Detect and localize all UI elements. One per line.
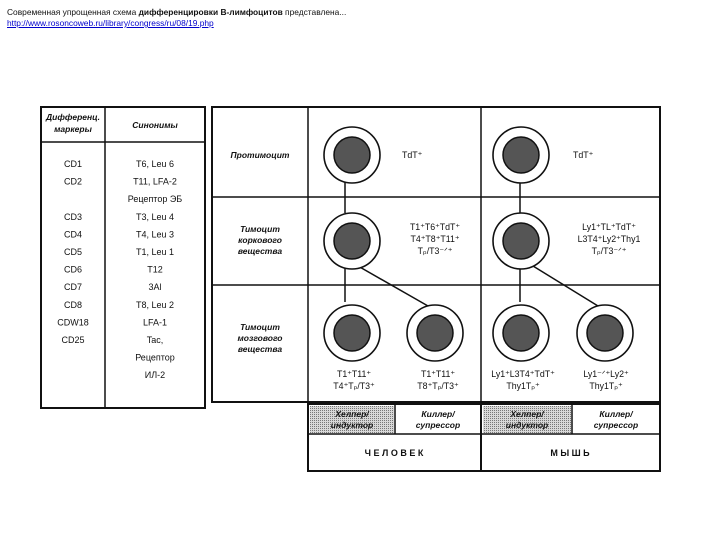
marker-cell: CD5	[64, 247, 82, 257]
human-helper-markers: T1⁺T11⁺	[337, 369, 371, 379]
mouse-killer-markers: Thy1Tₚ⁺	[589, 381, 623, 391]
mouse-killer-line2: супрессор	[594, 420, 638, 430]
cell-marker-labels: TdT⁺ T1⁺T6⁺TdT⁺ T4⁺T8⁺T11⁺ Tₚ/T3⁻ᐟ⁺ T1⁺T11⁺ T…	[333, 150, 640, 391]
human-cortical-markers: Tₚ/T3⁻ᐟ⁺	[418, 246, 453, 256]
mouse-prothymocyte-markers: TdT⁺	[573, 150, 594, 160]
synonym-cell: T8, Leu 2	[136, 300, 174, 310]
marker-cell: CD4	[64, 229, 82, 239]
stage-label: вещества	[238, 344, 283, 354]
header-synonyms: Синонимы	[132, 120, 178, 130]
mouse-cortical-markers: Tₚ/T3⁻ᐟ⁺	[592, 246, 627, 256]
synonym-cell: Рецептор	[135, 353, 175, 363]
stage-label: мозгового	[238, 333, 283, 343]
stage-grid: ПротимоцитТимоциткорковоговеществаТимоци…	[211, 106, 661, 403]
mouse-helper-line2: индуктор	[506, 420, 548, 430]
human-helper-line2: индуктор	[331, 420, 373, 430]
mouse-helper-shade	[483, 406, 571, 433]
human-killer-line2: супрессор	[416, 420, 460, 430]
stage-label: вещества	[238, 246, 283, 256]
marker-cell: CD7	[64, 282, 82, 292]
mouse-killer-markers: Ly1⁻ᐟ⁺Ly2⁺	[583, 369, 629, 379]
caption-bold: дифференцировки В-лимфоцитов	[138, 7, 283, 17]
cell	[492, 212, 550, 270]
human-helper-shade	[310, 406, 394, 433]
marker-cell: CDW18	[57, 317, 89, 327]
synonym-cell: T4, Leu 3	[136, 229, 174, 239]
mouse-cortical-markers: Ly1⁺TL⁺TdT⁺	[582, 222, 636, 232]
marker-cell: CD2	[64, 177, 82, 187]
human-cortical-markers: T4⁺T8⁺T11⁺	[411, 234, 460, 244]
human-killer-markers: T8⁺Tₚ/T3⁺	[417, 381, 459, 391]
stage-label: Тимоцит	[240, 322, 280, 332]
synonym-cell: T3, Leu 4	[136, 212, 174, 222]
header-markers-line1: Дифференц.	[45, 112, 100, 122]
cells	[323, 126, 634, 362]
caption-prefix: Современная упрощенная схема	[7, 7, 139, 17]
lineage-lines	[344, 180, 599, 307]
header-markers-line2: маркеры	[54, 124, 92, 134]
synonym-cell: T1, Leu 1	[136, 247, 174, 257]
species-mouse: М Ы Ш Ь	[550, 448, 590, 458]
human-killer-markers: T1⁺T11⁺	[421, 369, 455, 379]
human-helper-line1: Хелпер/	[334, 409, 370, 419]
cell	[323, 126, 381, 184]
source-link[interactable]: http://www.rosoncoweb.ru/library/congres…	[7, 18, 214, 28]
stage-label: коркового	[238, 235, 282, 245]
synonym-cell: T6, Leu 6	[136, 159, 174, 169]
synonym-cell: Рецептор ЭБ	[128, 194, 183, 204]
mouse-killer-line1: Киллер/	[599, 409, 634, 419]
marker-table: Дифференц. маркеры Синонимы CD1 T6, Leu 6…	[40, 106, 206, 409]
synonym-cell: 3Al	[148, 282, 161, 292]
marker-cell: CD1	[64, 159, 82, 169]
synonym-cell: ИЛ-2	[145, 370, 165, 380]
effector-boxes: Хелпер/ индуктор Киллер/ супрессор Хелпе…	[307, 403, 661, 472]
cell	[492, 304, 550, 362]
marker-cell: CD6	[64, 265, 82, 275]
marker-cell: CD3	[64, 212, 82, 222]
synonym-cell: LFA-1	[143, 317, 167, 327]
species-human: Ч Е Л О В Е К	[365, 448, 424, 458]
cell	[406, 304, 464, 362]
human-helper-markers: T4⁺Tₚ/T3⁺	[333, 381, 375, 391]
mouse-helper-markers: Ly1⁺L3T4⁺TdT⁺	[491, 369, 555, 379]
marker-cell: CD8	[64, 300, 82, 310]
cell	[492, 126, 550, 184]
human-prothymocyte-markers: TdT⁺	[402, 150, 423, 160]
cell	[323, 304, 381, 362]
cell	[576, 304, 634, 362]
stage-label: Тимоцит	[240, 224, 280, 234]
human-killer-line1: Киллер/	[421, 409, 456, 419]
synonym-cell: T11, LFA-2	[133, 177, 177, 187]
human-cortical-markers: T1⁺T6⁺TdT⁺	[410, 222, 460, 232]
mouse-cortical-markers: L3T4⁺Ly2⁺Thy1	[578, 234, 641, 244]
synonym-cell: T12	[147, 265, 163, 275]
stage-label: Протимоцит	[231, 150, 290, 160]
caption-suffix: представлена...	[282, 7, 347, 17]
marker-cell: CD25	[61, 335, 84, 345]
caption: Современная упрощенная схема дифференцир…	[7, 7, 346, 29]
synonym-cell: Tac,	[147, 335, 164, 345]
cell	[323, 212, 381, 270]
mouse-helper-line1: Хелпер/	[509, 409, 545, 419]
mouse-helper-markers: Thy1Tₚ⁺	[506, 381, 540, 391]
